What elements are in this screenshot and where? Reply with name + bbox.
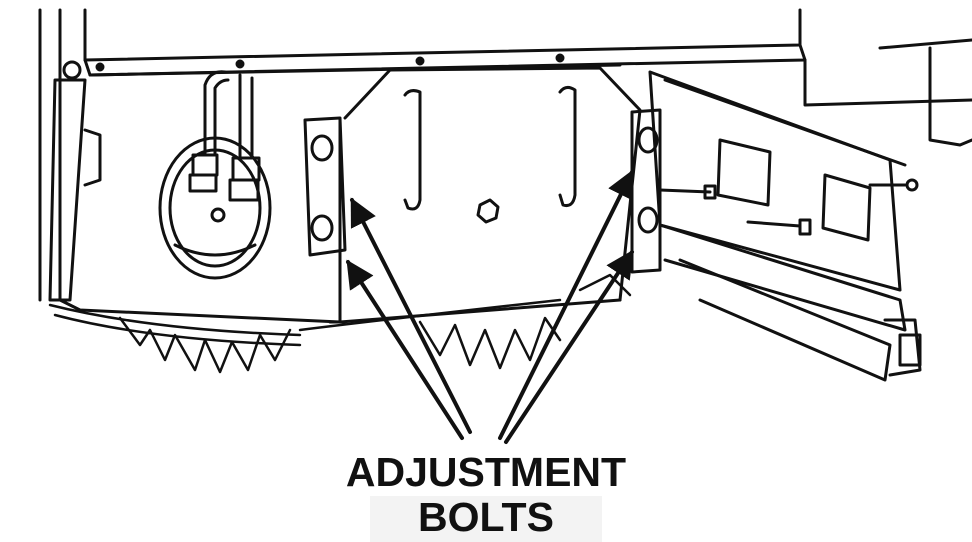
- callout-label-line2: BOLTS: [418, 494, 554, 540]
- hinged-door: [648, 70, 922, 382]
- top-frame: [38, 8, 972, 302]
- callout-arrows: [346, 169, 634, 444]
- side-plate: [58, 68, 622, 324]
- callout-label-line1: ADJUSTMENT: [345, 449, 627, 495]
- hydraulic-cylinder: [48, 60, 102, 302]
- left-adjustment-plate: [303, 116, 347, 257]
- hydraulic-motor: [158, 70, 272, 280]
- right-adjustment-plate: [630, 108, 662, 274]
- center-plate: [388, 66, 642, 302]
- label-background: [370, 496, 602, 542]
- brush-bristles: [48, 273, 632, 374]
